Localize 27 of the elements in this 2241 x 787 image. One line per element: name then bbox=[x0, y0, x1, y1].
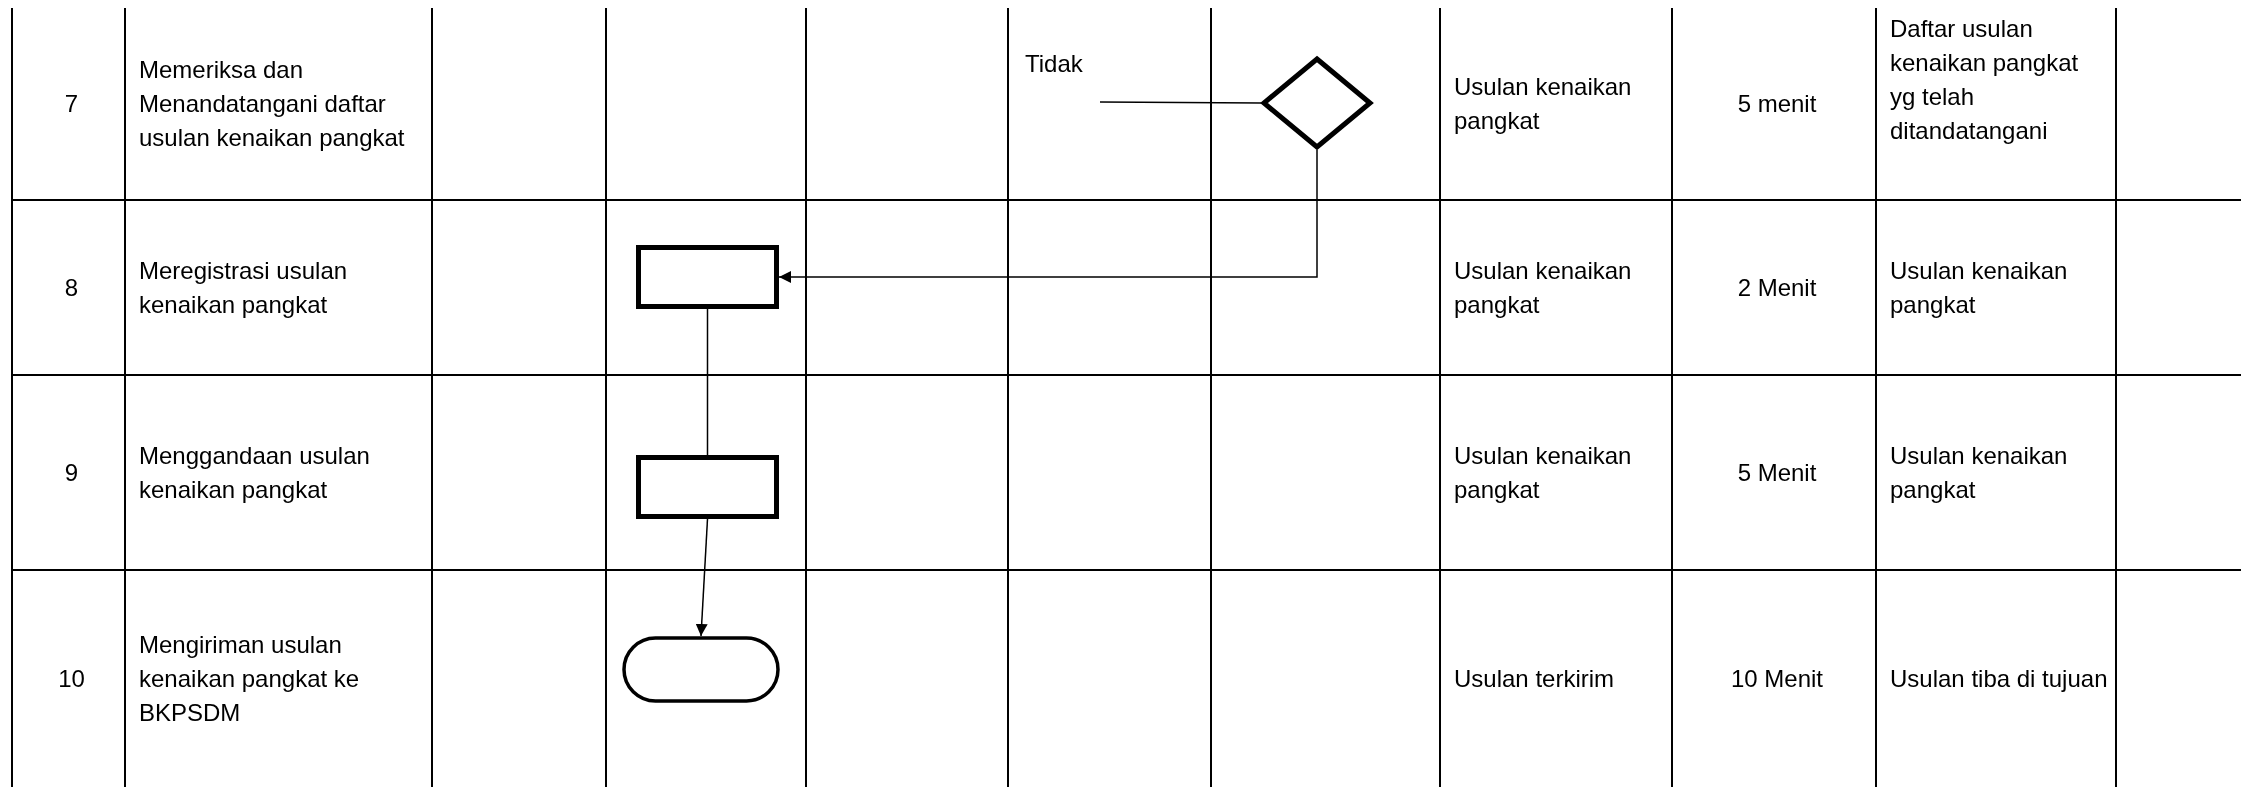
step-number: 10 bbox=[57, 663, 86, 694]
step-number: 9 bbox=[63, 457, 80, 488]
cell-text: Memeriksa dan Menandatangani daftar usulan kenaikan pangkat bbox=[139, 55, 406, 153]
cell-text: Usulan kenaikan pangkat bbox=[1890, 440, 2069, 505]
duration-text: 2 Menit bbox=[1736, 272, 1818, 303]
cell-text: Usulan kenaikan pangkat bbox=[1454, 440, 1633, 505]
step-number: 7 bbox=[63, 89, 80, 119]
duration-text: 5 menit bbox=[1736, 89, 1818, 119]
cell-text: Usulan kenaikan pangkat bbox=[1454, 255, 1633, 320]
cell-text: Menggandaan usulan kenaikan pangkat bbox=[139, 440, 371, 505]
cell-text: Usulan kenaikan pangkat bbox=[1890, 255, 2069, 320]
connector-line bbox=[1099, 101, 1262, 104]
cell-text: Usulan tiba di tujuan bbox=[1890, 663, 2108, 694]
cell-text: Usulan kenaikan pangkat bbox=[1454, 72, 1633, 136]
arrow bbox=[695, 518, 709, 637]
cell-text: Usulan terkirim bbox=[1454, 663, 1616, 694]
process-box bbox=[636, 245, 779, 309]
cell-text: Daftar usulan kenaikan pangkat yg telah ditandatangani bbox=[1890, 14, 2080, 146]
connector-line bbox=[706, 308, 709, 456]
step-number: 8 bbox=[63, 272, 80, 303]
duration-text: 10 Menit bbox=[1729, 663, 1825, 694]
cell-text: Mengiriman usulan kenaikan pangkat ke BKPSDM bbox=[139, 629, 361, 728]
decision-diamond bbox=[1261, 56, 1373, 150]
arrow bbox=[778, 149, 1318, 283]
duration-text: 5 Menit bbox=[1736, 457, 1818, 488]
cell-text: Meregistrasi usulan kenaikan pangkat bbox=[139, 255, 349, 320]
process-box bbox=[636, 455, 779, 519]
